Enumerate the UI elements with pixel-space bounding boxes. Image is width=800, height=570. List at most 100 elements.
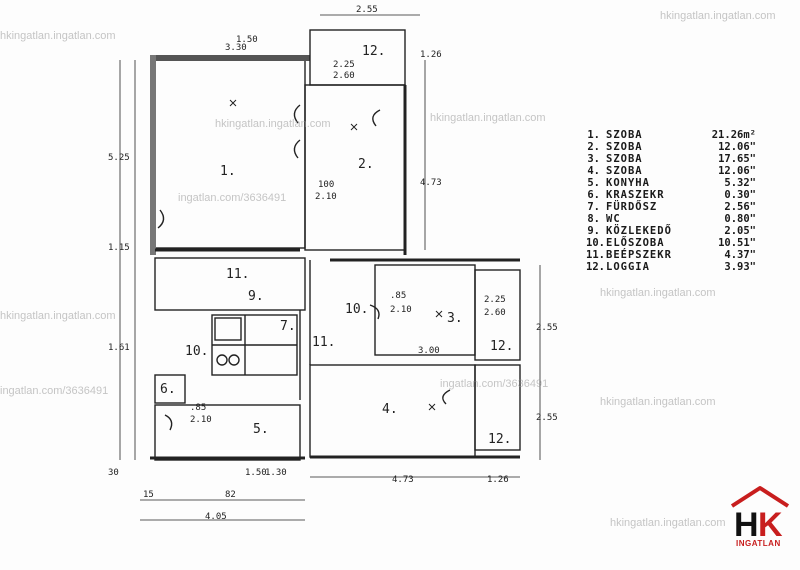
legend-room-name: LOGGIA: [606, 261, 650, 273]
legend-row: 3. SZOBA 17.65": [586, 153, 756, 165]
dim-225a: 2.25: [333, 60, 355, 70]
legend-row: 11.BEÉPSZEKR 4.37": [586, 249, 756, 261]
kitchen-walls: [154, 404, 301, 461]
watermark-text: hkingatlan.ingatlan.com: [215, 118, 331, 130]
legend-room-area: 0.80": [724, 213, 756, 225]
watermark-text: hkingatlan.ingatlan.com: [430, 112, 546, 124]
legend-number: 10.: [586, 237, 605, 249]
plan-label-room-11a: 11.: [226, 267, 249, 282]
dim-330: 3.30: [225, 43, 247, 53]
watermark-text: hkingatlan.ingatlan.com: [610, 517, 726, 529]
legend-number: 3.: [587, 153, 600, 165]
dim-255-top: 2.55: [356, 5, 378, 15]
legend-number: 6.: [587, 189, 600, 201]
legend-row: 7. FÜRDŐSZ 2.56": [586, 201, 756, 213]
plan-label-room-11b: 11.: [312, 335, 335, 350]
dim-210a: 2.10: [315, 192, 337, 202]
legend-row: 6. KRASZEKR 0.30": [586, 189, 756, 201]
dim-130: 1.30: [265, 468, 287, 478]
dim-300: 3.00: [418, 346, 440, 356]
plan-label-room-10: 10.: [345, 302, 368, 317]
dim-100: 100: [318, 180, 334, 190]
plan-label-room-9: 9.: [248, 289, 264, 304]
dim-405: 4.05: [205, 512, 227, 522]
legend-room-name: SZOBA: [606, 153, 643, 165]
plan-label-room-6: 6.: [160, 382, 176, 397]
legend-room-name: KÖZLEKEDŐ: [606, 225, 672, 237]
legend-row: 4. SZOBA 12.06": [586, 165, 756, 177]
legend-number: 1.: [587, 129, 600, 141]
dim-126a: 1.26: [420, 50, 442, 60]
legend-room-area: 0.30": [724, 189, 756, 201]
watermark-text: hkingatlan.ingatlan.com: [660, 10, 776, 22]
legend-number: 9.: [587, 225, 600, 237]
legend-room-name: FÜRDŐSZ: [606, 201, 658, 213]
dim-473a: 4.73: [420, 178, 442, 188]
dim-15: 15: [143, 490, 154, 500]
svg-text:K: K: [758, 506, 783, 544]
legend-room-area: 12.06": [718, 165, 756, 177]
dim-85a: .85: [390, 291, 406, 301]
watermark-text: ingatlan.com/3636491: [0, 385, 109, 397]
legend-room-area: 17.65": [718, 153, 756, 165]
watermark-text: ingatlan.com/3636491: [440, 378, 549, 390]
legend-row: 5. KONYHA 5.32": [586, 177, 756, 189]
watermark-text: hkingatlan.ingatlan.com: [600, 287, 716, 299]
legend-room-name: SZOBA: [606, 141, 643, 153]
dim-525: 5.25: [108, 153, 130, 163]
dim-126b: 1.26: [487, 475, 509, 485]
room-1-walls: [154, 57, 306, 249]
dim-210c: 2.10: [190, 415, 212, 425]
svg-text:H: H: [734, 506, 759, 544]
legend-room-area: 4.37": [724, 249, 756, 261]
hk-ingatlan-logo: H K: [730, 486, 790, 544]
dim-225b: 2.25: [484, 295, 506, 305]
plan-label-room-1: 1.: [220, 164, 236, 179]
legend-number: 11.: [586, 249, 605, 261]
dim-150: 1.50: [236, 35, 258, 45]
dim-255b: 2.55: [536, 323, 558, 333]
legend-room-area: 2.56": [724, 201, 756, 213]
dim-260b: 2.60: [484, 308, 506, 318]
legend-room-name: KRASZEKR: [606, 189, 665, 201]
legend-room-name: ELŐSZOBA: [606, 237, 665, 249]
dim-255c: 2.55: [536, 413, 558, 423]
dim-260a: 2.60: [333, 71, 355, 81]
dim-161: 1.61: [108, 343, 130, 353]
plan-label-room-5: 5.: [253, 422, 269, 437]
plan-label-room-2: 2.: [358, 157, 374, 172]
watermark-text: hkingatlan.ingatlan.com: [600, 396, 716, 408]
legend-room-name: SZOBA: [606, 165, 643, 177]
plan-label-room-12b: 12.: [490, 339, 513, 354]
watermark-text: hkingatlan.ingatlan.com: [0, 30, 116, 42]
plan-label-room-4: 4.: [382, 402, 398, 417]
legend-room-area: 21.26m²: [711, 129, 756, 141]
legend-row: 10.ELŐSZOBA 10.51": [586, 237, 756, 249]
legend-row: 8. WC 0.80": [586, 213, 756, 225]
legend-number: 8.: [587, 213, 600, 225]
plan-label-room-7: 7.: [280, 319, 296, 334]
legend-room-area: 5.32": [724, 177, 756, 189]
legend-room-name: BEÉPSZEKR: [606, 249, 672, 261]
dim-150b: 1.50: [245, 468, 267, 478]
legend-room-area: 10.51": [718, 237, 756, 249]
legend-room-name: KONYHA: [606, 177, 650, 189]
room-2-walls: [304, 84, 406, 251]
legend-number: 4.: [587, 165, 600, 177]
legend-room-name: WC: [606, 213, 621, 225]
legend-number: 5.: [587, 177, 600, 189]
loggia-top: [309, 29, 406, 86]
plan-label-room-10b: 10.: [185, 344, 208, 359]
dim-82: 82: [225, 490, 236, 500]
plan-label-room-3: 3.: [447, 311, 463, 326]
dim-85b: .85: [190, 403, 206, 413]
plan-label-room-12a: 12.: [362, 44, 385, 59]
legend-number: 7.: [587, 201, 600, 213]
dim-473b: 4.73: [392, 475, 414, 485]
watermark-text: hkingatlan.ingatlan.com: [0, 310, 116, 322]
